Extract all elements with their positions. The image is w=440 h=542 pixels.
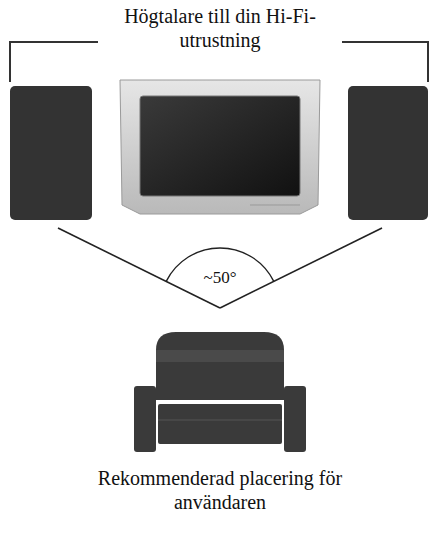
bracket-line: [10, 42, 98, 82]
angle-label: ~50°: [190, 268, 250, 288]
speaker-left: [10, 86, 92, 220]
speaker-right: [348, 86, 428, 220]
armchair: [134, 332, 306, 452]
speaker-label: Högtalare till din Hi-Fi-utrustning: [102, 4, 338, 52]
bracket-line: [342, 42, 428, 82]
position-caption: Rekommenderad placering för användaren: [70, 466, 370, 514]
sight-line: [220, 228, 382, 308]
tv-set: [120, 80, 320, 214]
sight-line: [58, 228, 220, 308]
